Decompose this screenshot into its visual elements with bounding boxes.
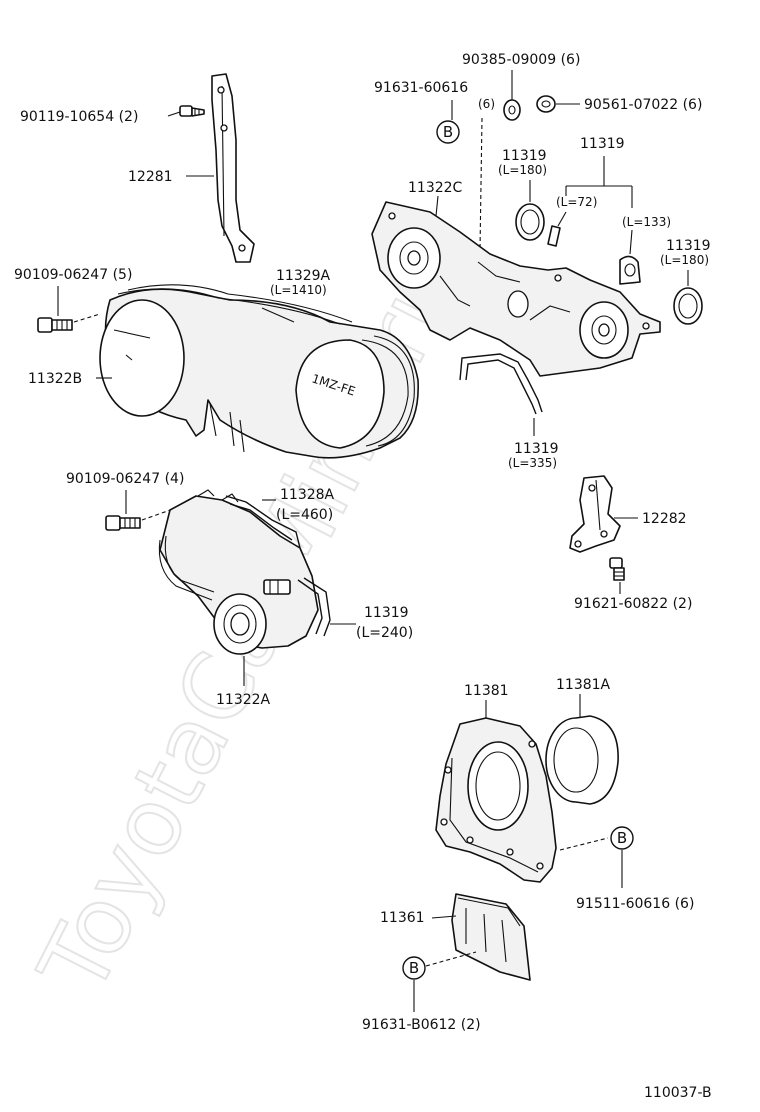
gasket-l72-drawing (547, 225, 561, 247)
label-90385-09009: 90385-09009 (6) (462, 52, 580, 68)
label-90119-10654: 90119-10654 (2) (20, 109, 138, 125)
collar-90561-07022-drawing (536, 95, 556, 113)
grommet-90385-09009-drawing (503, 99, 521, 121)
label-11319-a: 11319 (502, 148, 547, 164)
marker-b-bottom: B (402, 956, 426, 980)
marker-b-right: B (610, 826, 634, 850)
timing-cover-rear-11322c-drawing (371, 201, 661, 377)
oil-seal-retainer-11381-drawing (435, 717, 557, 883)
label-l72: (L=72) (556, 195, 597, 209)
gasket-11319-e-drawing (297, 577, 331, 637)
label-11329a-length: (L=1410) (270, 283, 327, 297)
timing-cover-lower-11322a-drawing (158, 489, 319, 655)
label-11381: 11381 (464, 683, 509, 699)
label-11319-b: 11319 (580, 136, 625, 152)
bracket-12282-drawing (569, 475, 621, 553)
label-11361: 11361 (380, 910, 425, 926)
label-90561-07022: 90561-07022 (6) (584, 97, 702, 113)
bolt-91621-60822-drawing (609, 557, 625, 581)
label-91631-60616: 91631-60616 (374, 80, 468, 96)
svg-text:B: B (409, 959, 419, 977)
gasket-11328a-drawing (225, 495, 301, 549)
label-90109-06247-4: 90109-06247 (4) (66, 471, 184, 487)
label-11381a: 11381A (556, 677, 611, 693)
label-11322c: 11322C (408, 180, 463, 196)
gasket-l133-drawing (619, 255, 641, 285)
bolt-90119-10654-drawing (179, 105, 205, 117)
label-11319-d: 11319 (514, 441, 559, 457)
marker-b-top: B (436, 120, 460, 144)
label-11322a: 11322A (216, 692, 271, 708)
bracket-12281-drawing (211, 73, 255, 263)
label-11319-c-length: (L=180) (660, 253, 709, 267)
label-91631-60616-qty: (6) (478, 97, 495, 111)
figure-code: 110037-B (644, 1085, 712, 1101)
cover-plate-11361-drawing (451, 893, 531, 981)
label-11329a: 11329A (276, 268, 331, 284)
gasket-11319-d-drawing (459, 353, 543, 415)
label-91511-60616: 91511-60616 (6) (576, 896, 694, 912)
svg-text:B: B (617, 829, 627, 847)
svg-text:B: B (443, 123, 453, 141)
label-11322b: 11322B (28, 371, 82, 387)
label-11319-d-length: (L=335) (508, 456, 557, 470)
seal-ring-11319-a-drawing (515, 203, 545, 241)
oil-seal-11381a-drawing (545, 715, 619, 805)
label-11319-a-length: (L=180) (498, 163, 547, 177)
label-11328a-length: (L=460) (276, 507, 333, 523)
label-l133: (L=133) (622, 215, 671, 229)
timing-cover-upper-11322b-drawing (99, 284, 419, 459)
label-91621-60822: 91621-60822 (2) (574, 596, 692, 612)
label-11319-e: 11319 (364, 605, 409, 621)
label-90109-06247-5: 90109-06247 (5) (14, 267, 132, 283)
label-11319-c: 11319 (666, 238, 711, 254)
bolt-90109-06247-4-drawing (105, 515, 141, 531)
label-91631-b0612: 91631-B0612 (2) (362, 1017, 481, 1033)
bolt-90109-06247-5-drawing (37, 317, 73, 333)
label-12281: 12281 (128, 169, 173, 185)
label-11328a: 11328A (280, 487, 335, 503)
label-12282: 12282 (642, 511, 687, 527)
label-11319-e-length: (L=240) (356, 625, 413, 641)
seal-ring-11319-c-drawing (673, 287, 703, 325)
